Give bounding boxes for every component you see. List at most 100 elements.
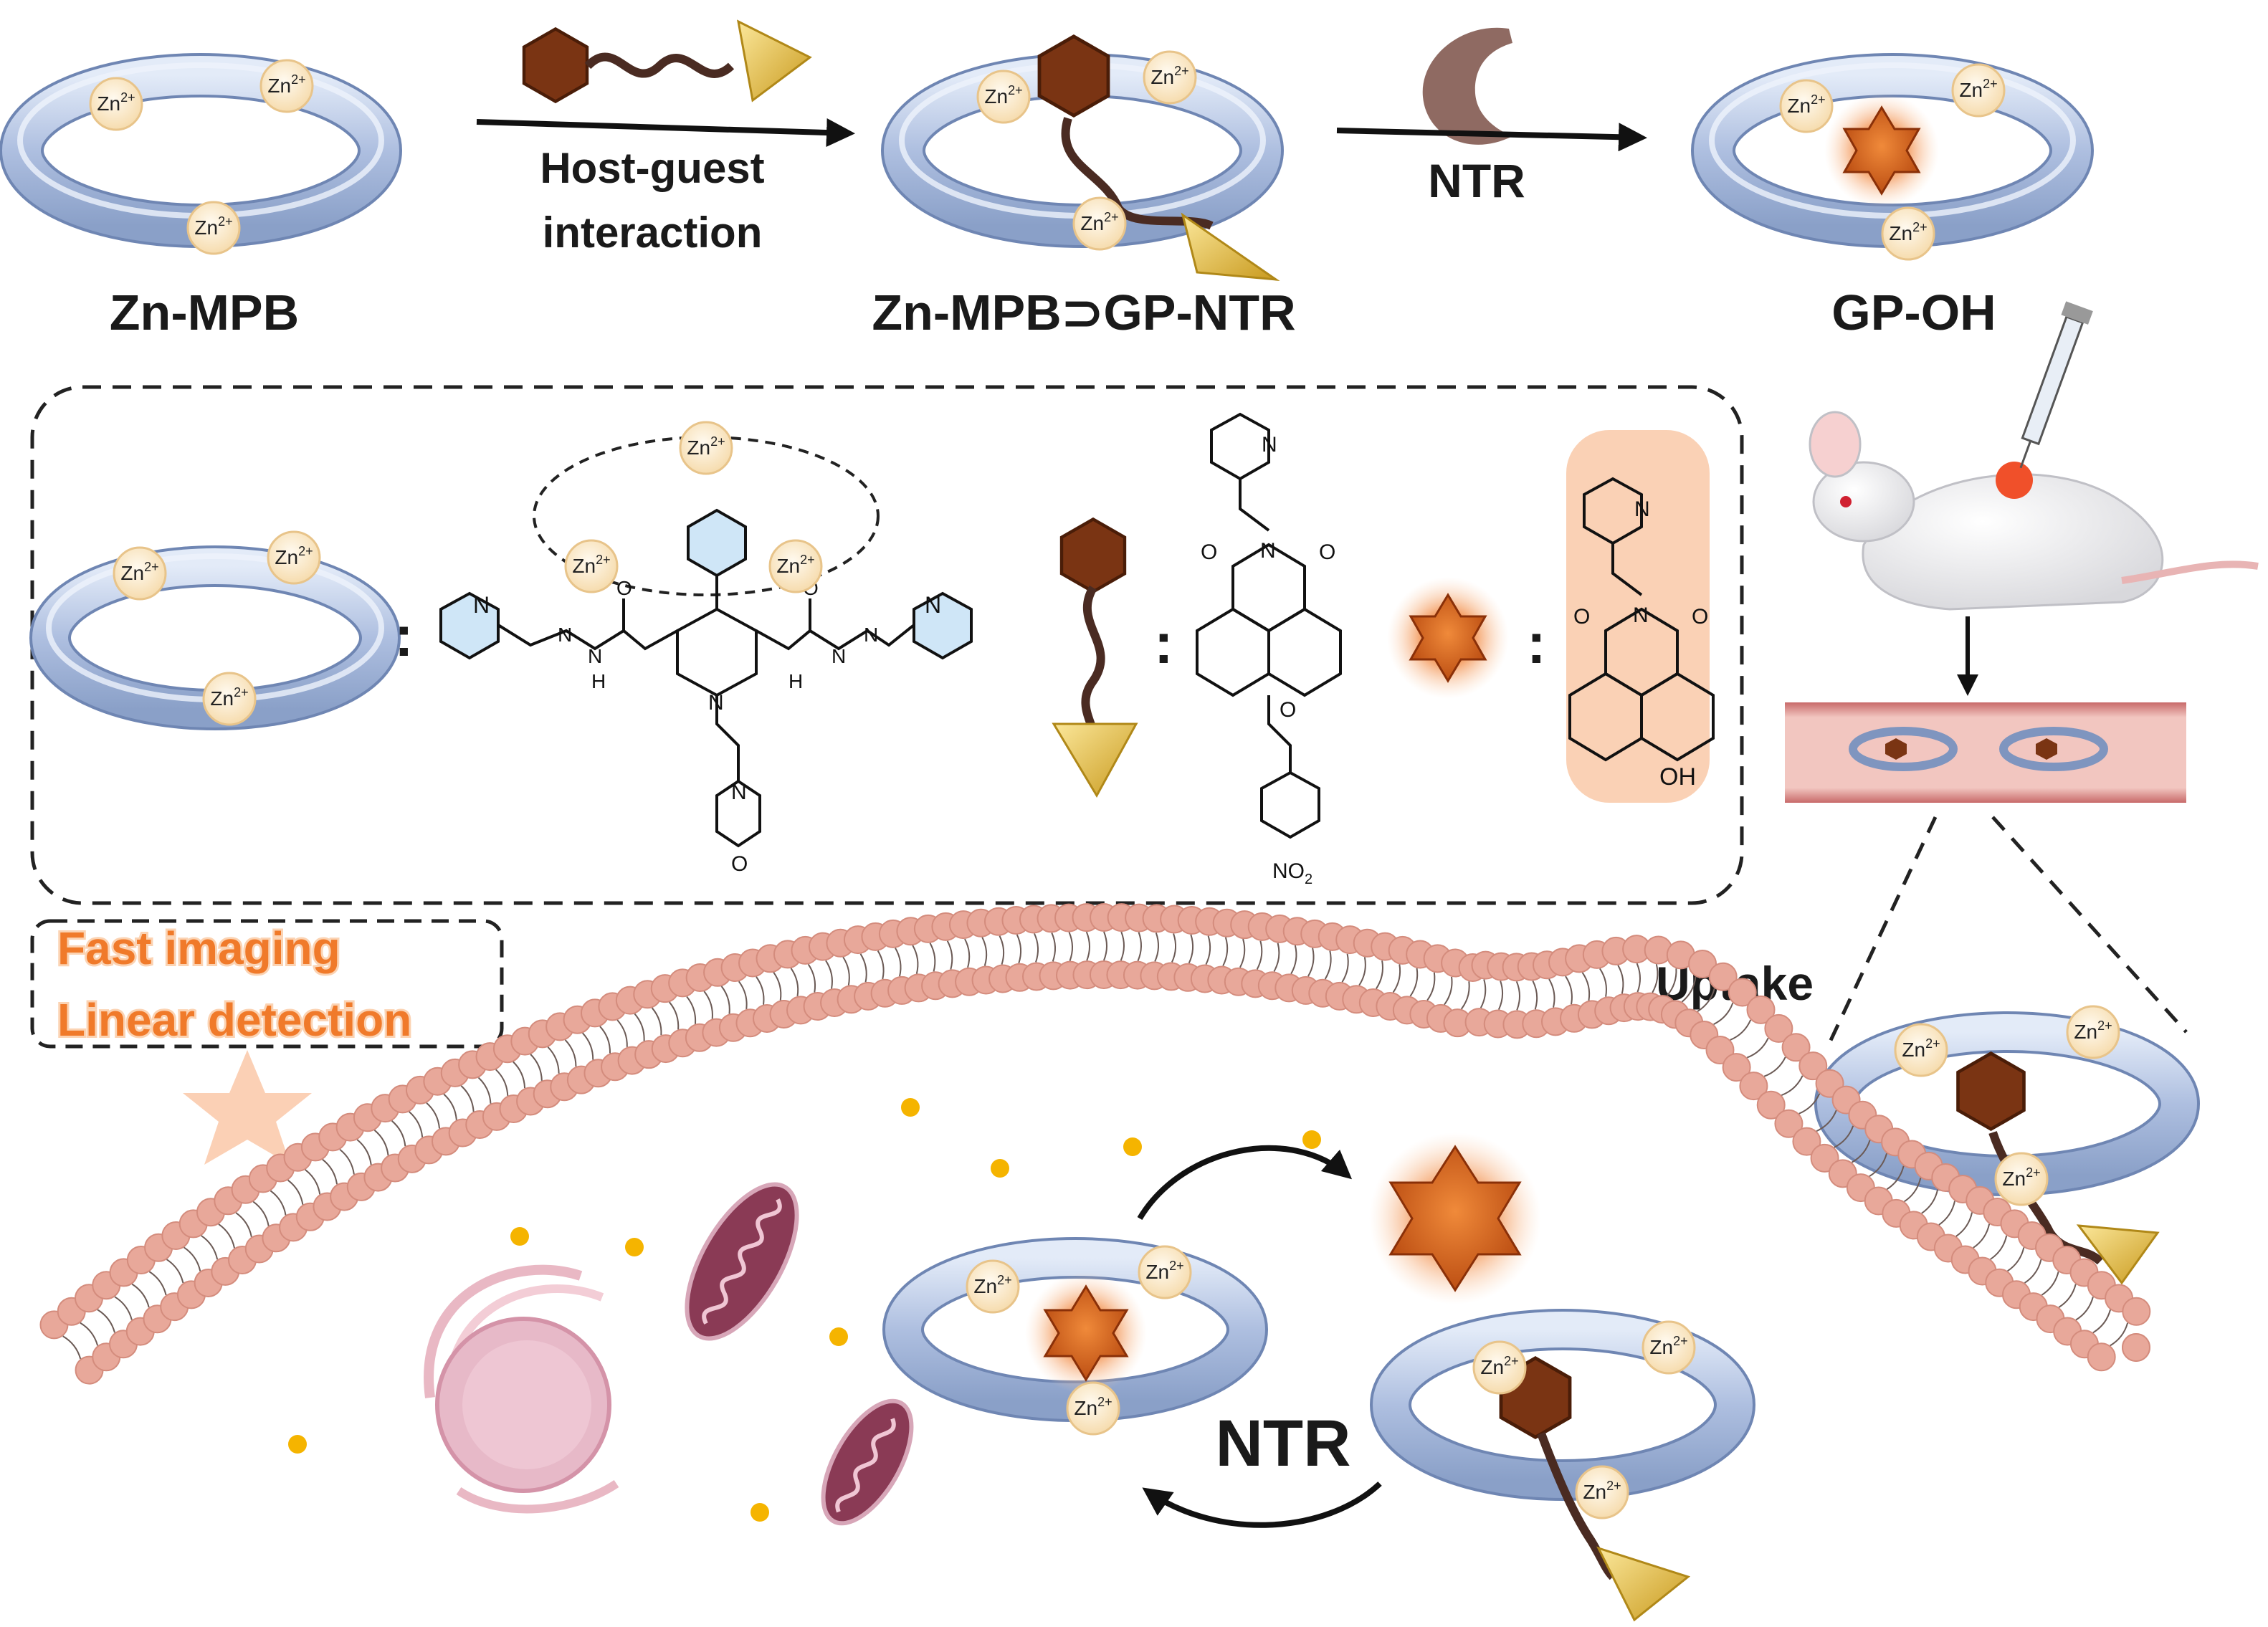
lipid-tail [999, 935, 1005, 965]
zn-ion-c3: Zn2+ [1066, 1381, 1120, 1436]
lipid-tail [651, 1007, 662, 1036]
lipid-tail [1460, 981, 1470, 1010]
features-dashed-box [30, 919, 504, 1049]
lipid-tail [1188, 934, 1194, 964]
lipid-tail [426, 1102, 440, 1129]
svg-text:Zn2+: Zn2+ [973, 1273, 1011, 1297]
label-gp-oh: GP-OH [1831, 285, 1996, 340]
gp-ntr-structure [1196, 412, 1342, 839]
lipid-tail [62, 1335, 82, 1360]
arrow-ntr-top [1336, 123, 1647, 152]
lipid-tail [1376, 960, 1383, 989]
mitochondrion-1 [685, 1182, 799, 1341]
lipid-tail [373, 1130, 389, 1156]
lipid-tail [1444, 976, 1453, 1006]
ntr-enzyme-icon [1422, 27, 1512, 145]
lipid-tail [1222, 937, 1229, 966]
lipid-tail [218, 1223, 235, 1249]
lipid-head-outer [1764, 1013, 1793, 1043]
lipid-head-inner [1792, 1127, 1821, 1156]
lipid-tail [1120, 931, 1125, 961]
mouse-illustration [1809, 301, 2259, 611]
legend-star-icon [1387, 577, 1509, 699]
lipid-tail [859, 953, 867, 983]
nucleus-golgi [424, 1264, 619, 1514]
lipid-tail [1763, 1056, 1786, 1077]
lipid-tail [513, 1061, 526, 1089]
zn-ion-3c: Zn2+ [1881, 206, 1935, 261]
lipid-tail [356, 1139, 372, 1165]
svg-text:Zn2+: Zn2+ [194, 214, 232, 239]
svg-text:N: N [1260, 539, 1276, 563]
lipid-tail [964, 938, 971, 968]
svg-text:Zn2+: Zn2+ [1080, 210, 1118, 234]
zn-ion-3b: Zn2+ [1951, 63, 2006, 118]
lipid-tail [1746, 1038, 1769, 1059]
arrow-host-guest [476, 118, 855, 148]
lipid-tail [1990, 1235, 2008, 1260]
lipid-tail [287, 1179, 304, 1205]
lipid-tail [1681, 976, 1697, 1003]
lipid-tail [1171, 933, 1177, 963]
lipid-tail [756, 976, 765, 1005]
lipid-tail [1515, 981, 1520, 1011]
zn-ion-c4: Zn2+ [1472, 1340, 1527, 1395]
label-complex: Zn-MPB⊃GP-NTR [872, 285, 1295, 340]
mitochondrion-2 [821, 1398, 914, 1526]
lipid-tail [1886, 1165, 1905, 1191]
svg-text:N: N [832, 645, 846, 667]
colon-3: : [1527, 611, 1546, 675]
svg-text:Zn2+: Zn2+ [1902, 1036, 1940, 1061]
zn-mpb-structure [439, 436, 973, 848]
lipid-tail [1904, 1178, 1922, 1203]
lipid-tail [1307, 948, 1315, 977]
lipid-tail [1205, 935, 1211, 965]
lipid-tail [1085, 931, 1090, 961]
label-host-guest: Host-guest [540, 144, 764, 192]
lipid-tail [131, 1283, 150, 1308]
svg-text:Zn2+: Zn2+ [2074, 1018, 2112, 1043]
svg-text:Zn2+: Zn2+ [1480, 1354, 1518, 1378]
lipid-tail [1730, 1019, 1752, 1041]
arrow-release [1137, 1145, 1353, 1221]
lipid-tail [409, 1111, 424, 1137]
cycle-ring-right [1370, 1309, 1755, 1622]
guest-probe-icon [524, 19, 812, 102]
zn-ion-3a: Zn2+ [1779, 79, 1834, 133]
svg-text:N: N [588, 645, 602, 667]
lipid-tail [252, 1201, 270, 1226]
lipid-tail [1816, 1110, 1837, 1132]
svg-text:N: N [1634, 497, 1650, 521]
lipid-tail [1051, 932, 1056, 962]
blood-vessel [1785, 702, 2186, 803]
lipid-tail [1834, 1125, 1854, 1148]
lipid-tail [1480, 979, 1487, 1008]
label-zn-mpb: Zn-MPB [110, 285, 299, 340]
svg-text:Zn2+: Zn2+ [1074, 1395, 1112, 1419]
lipid-tail [547, 1046, 560, 1074]
zn-ion-2c: Zn2+ [1072, 196, 1127, 251]
lipid-head-outer [1708, 962, 1738, 991]
label-linear-detection: Linear detection [57, 994, 411, 1046]
svg-text:N: N [558, 624, 572, 646]
lipid-tail [720, 986, 730, 1014]
colon-1: : [394, 604, 414, 668]
lipid-tail [1358, 957, 1366, 986]
svg-text:O: O [731, 852, 748, 876]
lipid-tail [322, 1158, 338, 1185]
lipid-tail [1581, 972, 1591, 1001]
lipid-tail [1256, 940, 1263, 970]
lipid-tail [495, 1069, 509, 1096]
lipid-tail [477, 1077, 492, 1104]
svg-text:Zn2+: Zn2+ [572, 553, 610, 577]
lipid-tail [443, 1093, 457, 1120]
legend-guest-icon [1052, 519, 1138, 798]
svg-text:H: H [591, 670, 606, 692]
yellow-dots [288, 1098, 1321, 1522]
lipid-tail [1324, 950, 1332, 980]
svg-text:N: N [925, 592, 941, 618]
gp-ntr-atom-labels: N N O O O NO2 [1201, 433, 1335, 887]
lipid-head-outer [1798, 1051, 1828, 1081]
lipid-tail [2041, 1271, 2059, 1296]
lipid-tail [2007, 1247, 2025, 1272]
